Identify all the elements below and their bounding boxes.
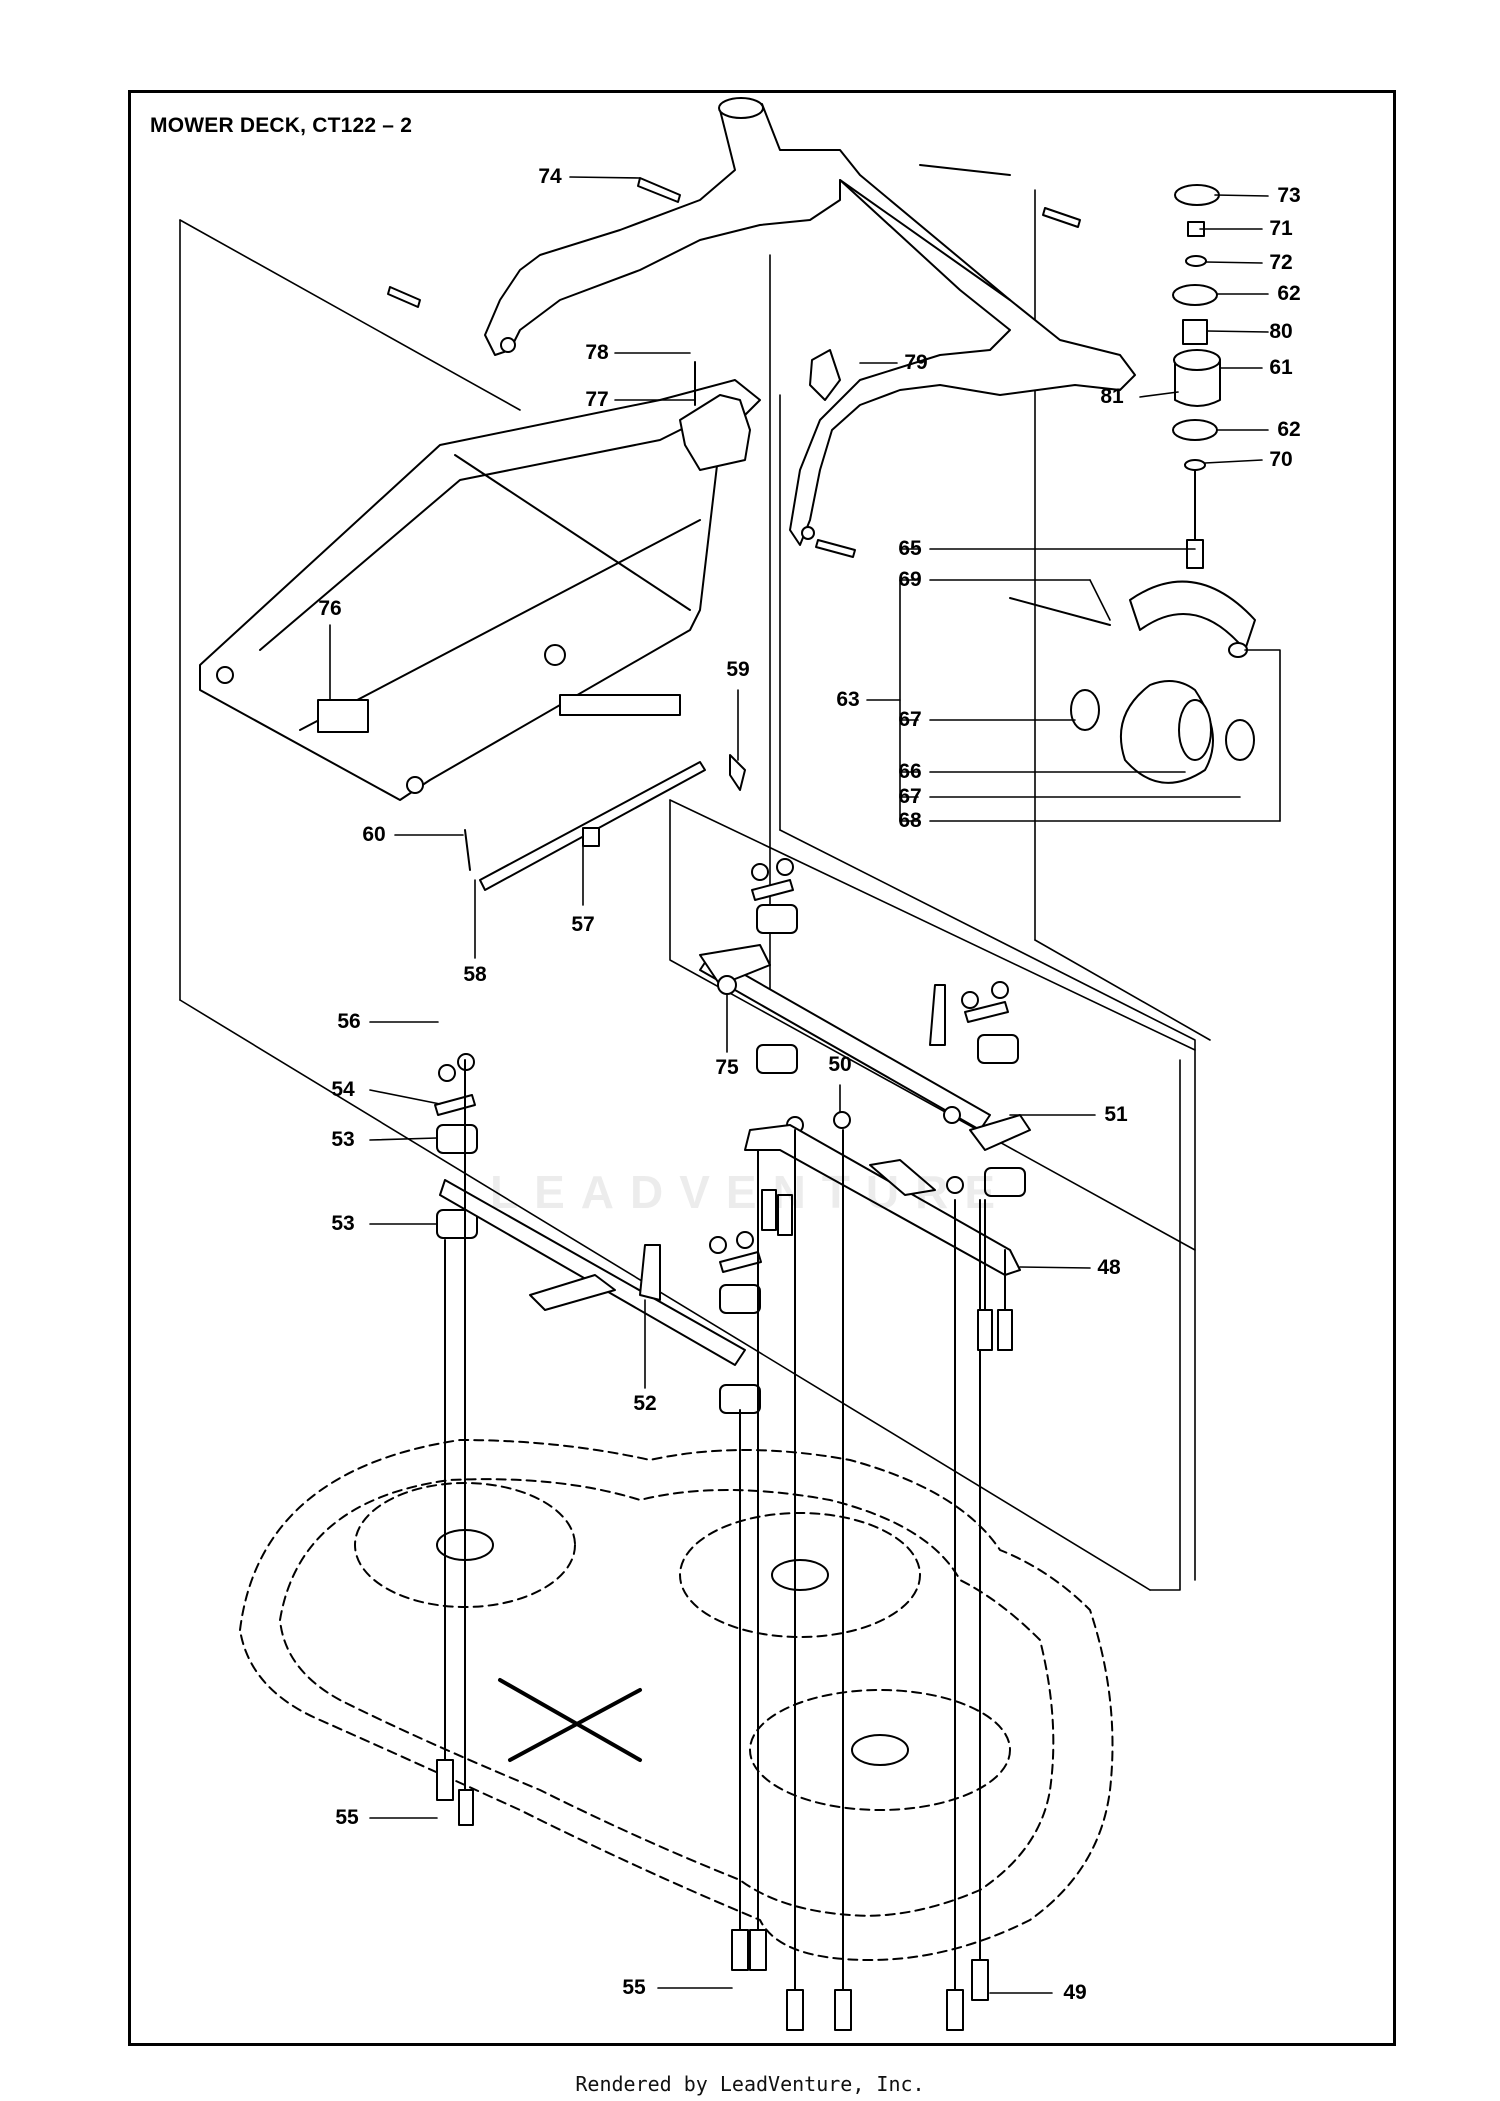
part-label-72: 72 <box>1269 251 1293 274</box>
deck-spindles <box>436 1529 909 1766</box>
vertical-bolts <box>444 1059 1006 1991</box>
part-label-65: 65 <box>898 537 922 560</box>
part-label-71: 71 <box>1269 217 1293 240</box>
part-label-62: 62 <box>1277 282 1301 305</box>
part-label-52: 52 <box>633 1392 657 1415</box>
part-label-57: 57 <box>571 913 595 936</box>
hanger-shaft-51 <box>699 944 1031 1151</box>
front-bar-48 <box>744 1124 1021 1276</box>
nuts <box>434 858 1009 1273</box>
part-label-56: 56 <box>337 1010 361 1033</box>
part-label-73: 73 <box>1277 184 1301 207</box>
pivot-blocks <box>436 904 1026 1414</box>
part-label-60: 60 <box>362 823 386 846</box>
part-label-61: 61 <box>1269 356 1293 379</box>
part-label-76: 76 <box>318 597 342 620</box>
footer-credit: Rendered by LeadVenture, Inc. <box>575 2072 925 2096</box>
part-label-79: 79 <box>904 351 928 374</box>
leader-lines <box>329 176 1281 1994</box>
caster-assembly <box>1009 184 1256 784</box>
bolt-heads <box>436 1189 1013 2031</box>
part-label-77: 77 <box>585 388 609 411</box>
part-label-49: 49 <box>1063 1981 1087 2004</box>
part-label-59: 59 <box>726 658 750 681</box>
frame-bolts <box>387 177 1081 558</box>
part-label-54: 54 <box>331 1078 355 1101</box>
part-label-78: 78 <box>585 341 609 364</box>
bracket-77 <box>679 349 841 471</box>
part-label-63: 63 <box>836 688 860 711</box>
part-label-81: 81 <box>1100 385 1124 408</box>
part-label-80: 80 <box>1269 320 1293 343</box>
part-label-55: 55 <box>335 1806 359 1829</box>
part-label-51: 51 <box>1104 1103 1128 1126</box>
part-label-70: 70 <box>1269 448 1293 471</box>
watermark: LEADVENTURE <box>490 1166 1012 1218</box>
lower-shaft-52 <box>439 1179 746 1366</box>
upper-frame <box>484 97 1136 546</box>
part-label-48: 48 <box>1097 1256 1121 1279</box>
diagram-frame <box>128 90 1396 2046</box>
deck-lift-frame <box>199 379 761 801</box>
part-label-62-lower: 62 <box>1277 418 1301 441</box>
part-label-69: 69 <box>898 568 922 591</box>
part-label-67: 67 <box>898 708 922 731</box>
part-label-50: 50 <box>828 1053 852 1076</box>
diagram-title: MOWER DECK, CT122 – 2 <box>150 114 413 137</box>
part-label-53-lower: 53 <box>331 1212 355 1235</box>
part-label-67-second: 67 <box>898 785 922 808</box>
part-label-74: 74 <box>538 165 562 188</box>
mower-deck <box>239 1439 1114 1961</box>
part-label-75: 75 <box>715 1056 739 1079</box>
part-label-55-lower: 55 <box>622 1976 646 1999</box>
part-label-58: 58 <box>463 963 487 986</box>
part-label-53: 53 <box>331 1128 355 1151</box>
part-label-68: 68 <box>898 809 922 832</box>
group-outlines <box>179 189 1211 1591</box>
part-label-66: 66 <box>898 760 922 783</box>
linkage-rods <box>464 754 746 891</box>
